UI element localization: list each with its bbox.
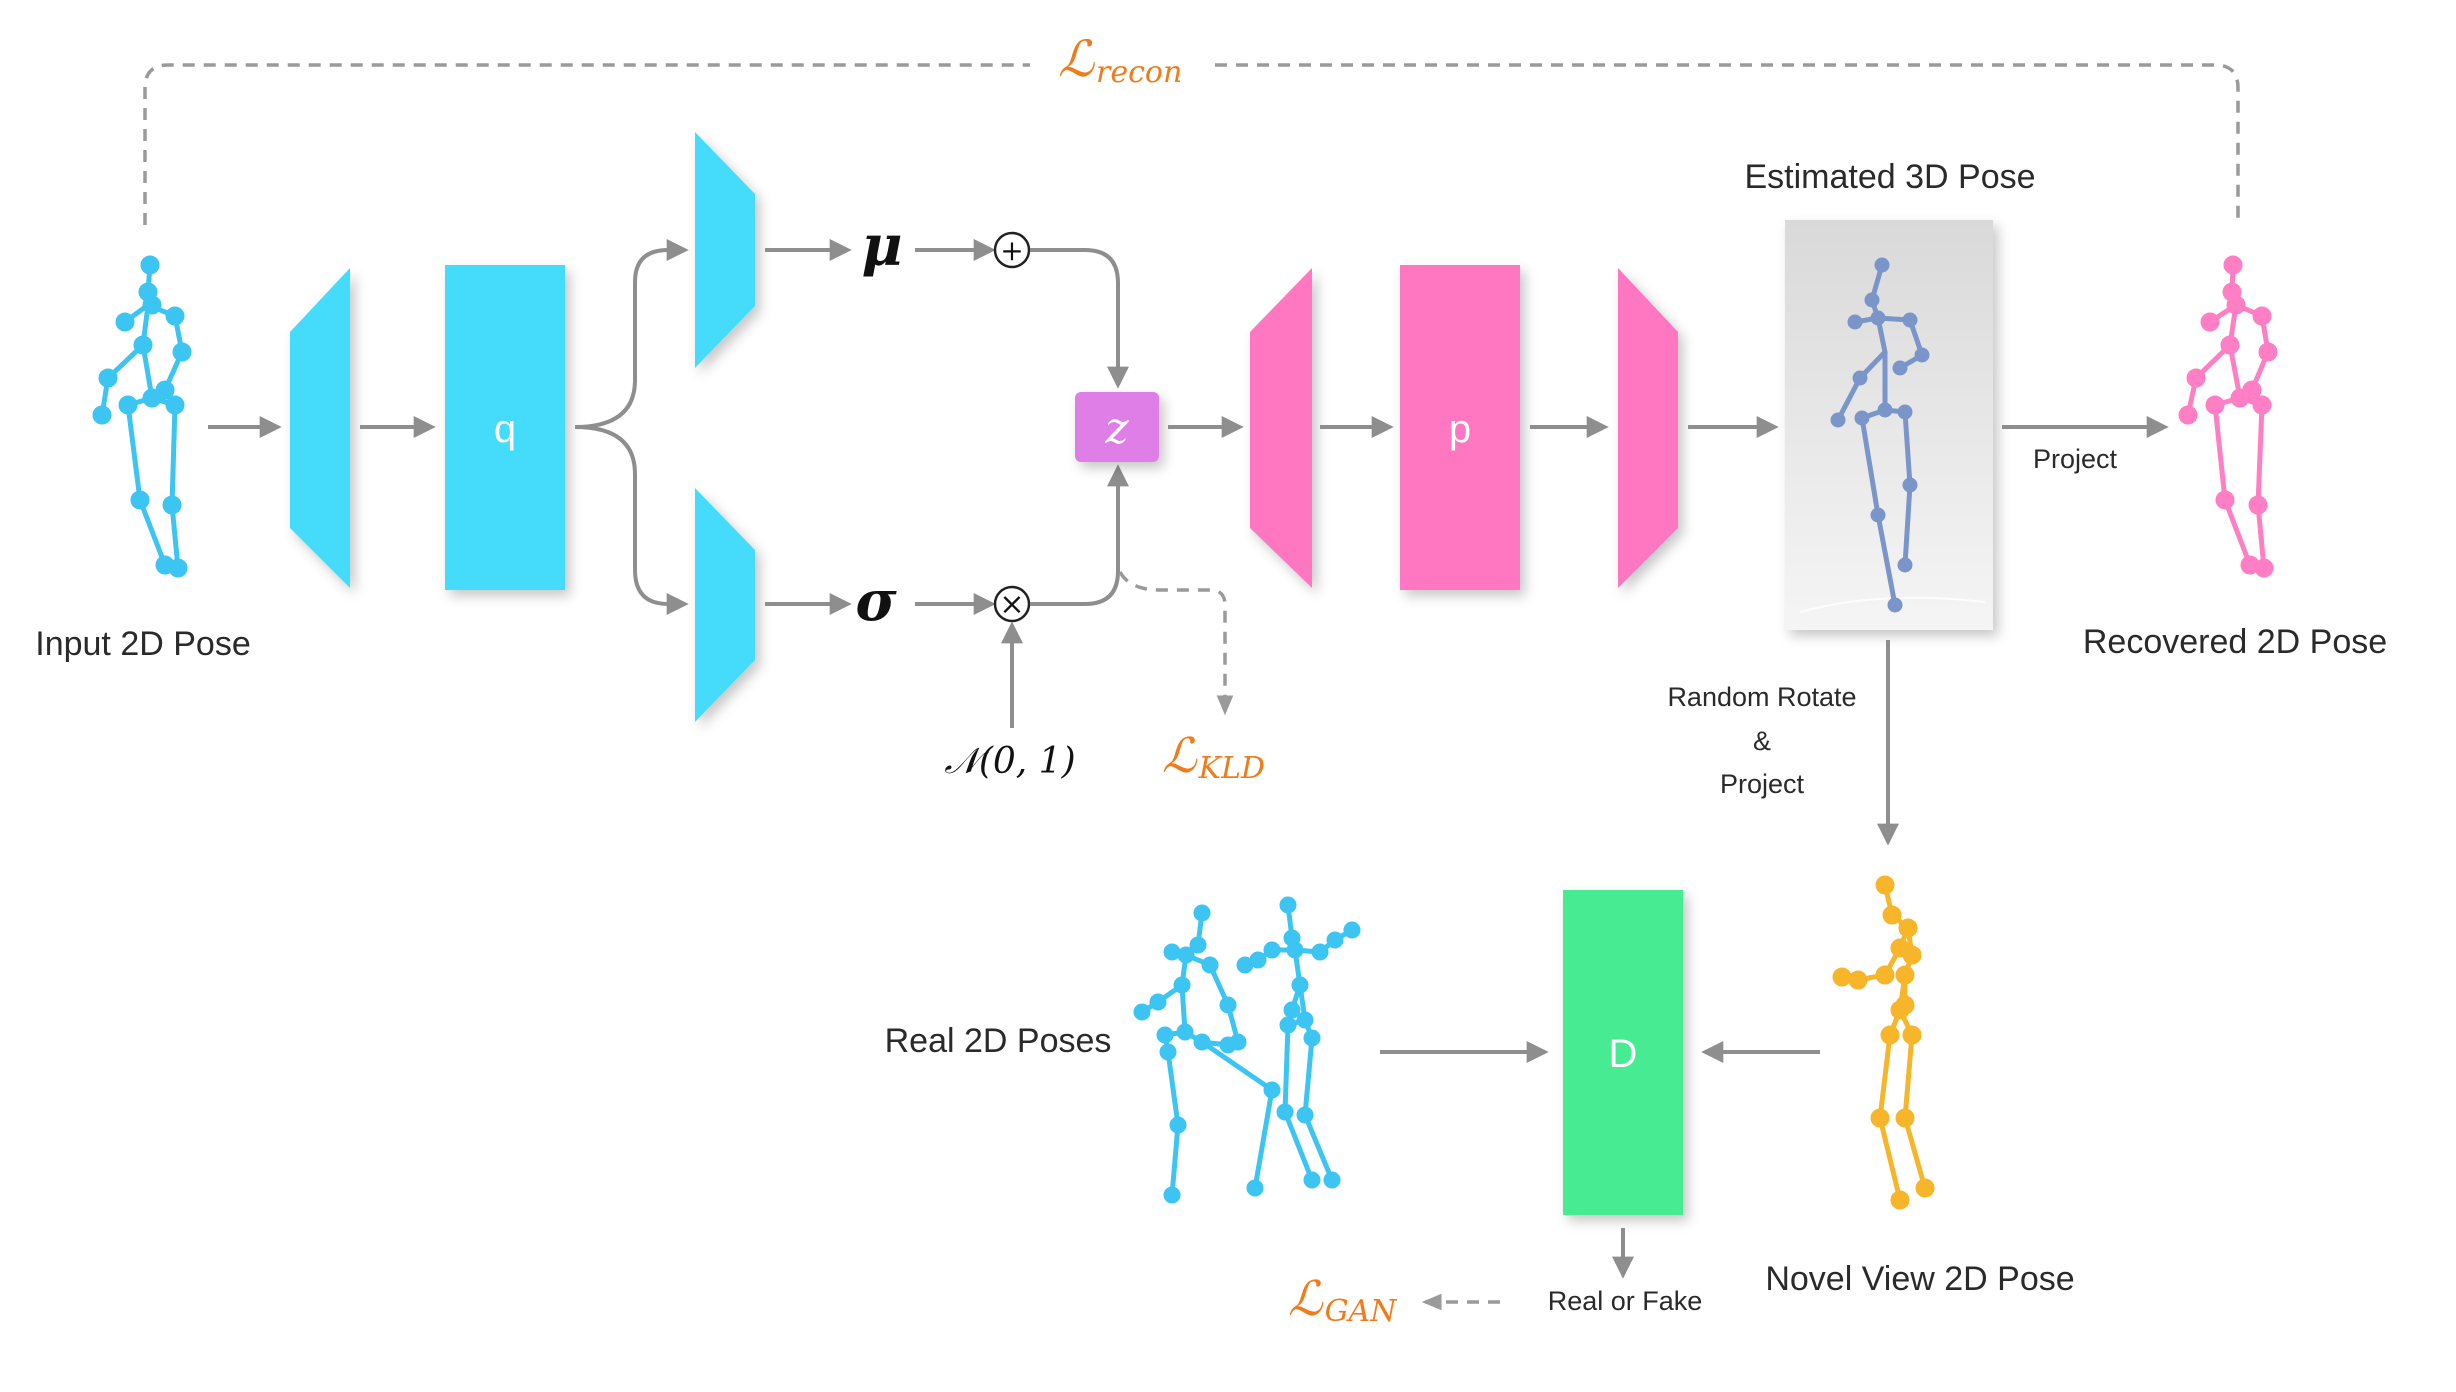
rotate-label-line2: & bbox=[1753, 726, 1771, 756]
sigma-symbol: σ bbox=[855, 568, 897, 634]
decoder-output-layer bbox=[1618, 268, 1678, 588]
times-to-z-arrow bbox=[1030, 464, 1129, 606]
svg-text:×: × bbox=[999, 587, 1024, 622]
recovered-pose-label: Recovered 2D Pose bbox=[2083, 623, 2387, 661]
novel-pose-label: Novel View 2D Pose bbox=[1765, 1260, 2074, 1298]
rotate-label-line3: Project bbox=[1720, 769, 1805, 799]
discriminator-label: D bbox=[1609, 1032, 1638, 1076]
times-operator: × bbox=[993, 585, 1031, 623]
project-label: Project bbox=[2033, 444, 2118, 474]
decoder-p-block bbox=[1400, 265, 1520, 590]
encoder-q-label: q bbox=[494, 407, 516, 451]
rotate-label-line1: Random Rotate bbox=[1667, 682, 1856, 712]
latent-z-label: z bbox=[1104, 403, 1129, 454]
kld-loss-label: ℒKLD bbox=[1162, 728, 1265, 786]
plus-operator: + bbox=[993, 231, 1031, 269]
recon-loss-label: ℒrecon bbox=[1058, 30, 1182, 90]
encoder-q-block bbox=[445, 265, 565, 590]
latent-z-block bbox=[1075, 392, 1159, 462]
decoder-input-layer bbox=[1250, 268, 1312, 588]
kld-dashed-arrow bbox=[1118, 571, 1234, 716]
encoder-mu-layer bbox=[695, 132, 755, 368]
discriminator-block bbox=[1563, 890, 1683, 1215]
estimated-pose-label: Estimated 3D Pose bbox=[1744, 158, 2035, 196]
decoder-p-label: p bbox=[1449, 407, 1471, 451]
normal-distribution: 𝒩(0, 1) bbox=[944, 741, 1075, 782]
estimated-3d-pose-image bbox=[1785, 220, 1993, 630]
real-poses-label: Real 2D Poses bbox=[885, 1022, 1112, 1060]
input-2d-pose bbox=[92, 255, 192, 578]
split-arrow-mu bbox=[574, 239, 689, 429]
input-pose-label: Input 2D Pose bbox=[35, 625, 250, 663]
svg-text:+: + bbox=[1000, 234, 1023, 267]
real-2d-poses bbox=[1133, 896, 1361, 1204]
mu-symbol: μ bbox=[862, 213, 903, 279]
real-or-fake-label: Real or Fake bbox=[1548, 1286, 1703, 1316]
encoder-sigma-layer bbox=[695, 488, 755, 722]
encoder-input-layer bbox=[290, 268, 350, 588]
recon-loss-loop bbox=[143, 63, 2240, 225]
split-arrow-sigma bbox=[574, 425, 689, 615]
plus-to-z-arrow bbox=[1030, 248, 1129, 389]
recovered-2d-pose bbox=[2178, 255, 2278, 578]
novel-view-2d-pose bbox=[1832, 875, 1935, 1210]
gan-loss-label: ℒGAN bbox=[1288, 1271, 1398, 1329]
